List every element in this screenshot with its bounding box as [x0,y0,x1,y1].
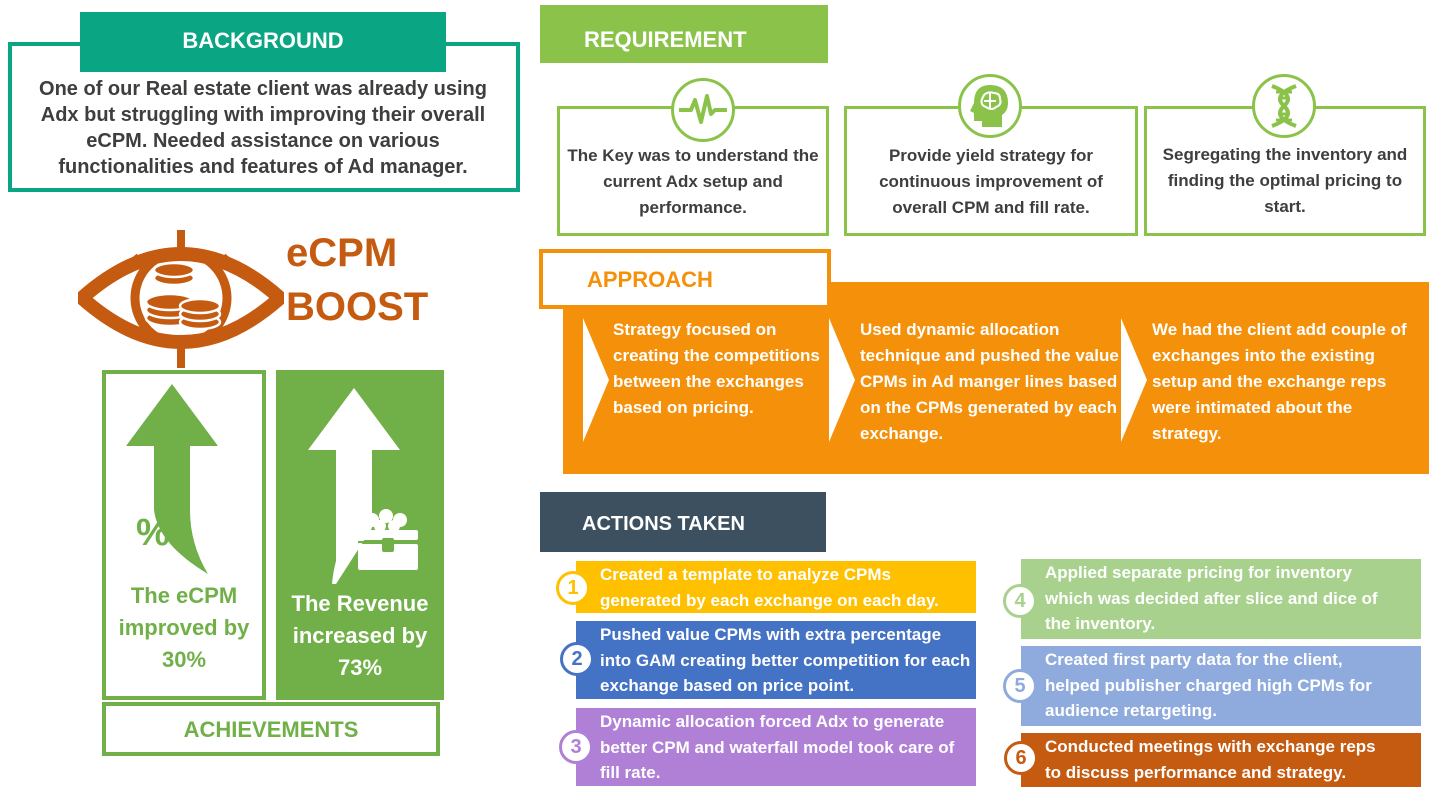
up-arrow-icon [308,388,400,584]
action-number-3: 3 [559,730,593,764]
chevron-right-icon [583,318,609,442]
action-text-6: Conducted meetings with exchange reps to… [1045,737,1376,782]
requirement-heading: REQUIREMENT [540,5,828,63]
percent-icon: % [136,512,170,554]
revenue-achievement-text: The Revenue increased by 73% [291,591,429,680]
ecpm-achievement-text: The eCPM improved by 30% [118,583,250,672]
achievements-heading: ACHIEVEMENTS [102,702,440,756]
action-item-1: Created a template to analyze CPMs gener… [576,561,976,613]
approach-step-3: We had the client add couple of exchange… [1152,320,1407,443]
requirement-text-3: Segregating the inventory and finding th… [1162,145,1408,216]
action-text-4: Applied separate pricing for inventory w… [1045,563,1378,633]
action-number-4: 4 [1003,584,1037,618]
action-item-6: Conducted meetings with exchange reps to… [1021,733,1421,787]
ecpm-boost-title: eCPM BOOST [286,232,428,328]
chevron-right-icon [1121,318,1147,442]
background-heading: BACKGROUND [80,12,446,72]
pulse-icon [671,78,735,142]
action-number-6: 6 [1004,741,1038,775]
approach-step-1: Strategy focused on creating the competi… [613,320,820,417]
action-number-1: 1 [556,571,590,605]
up-arrow-icon [126,384,218,574]
action-text-3: Dynamic allocation forced Adx to generat… [600,712,955,782]
approach-heading: APPROACH [539,249,831,309]
action-item-5: Created first party data for the client,… [1021,646,1421,726]
action-number-2: 2 [560,642,594,676]
action-item-4: Applied separate pricing for inventory w… [1021,559,1421,639]
action-text-5: Created first party data for the client,… [1045,650,1372,720]
brain-head-icon [958,74,1022,138]
approach-panel [563,282,1429,474]
chevron-right-icon [829,318,855,442]
background-text: One of our Real estate client was alread… [39,78,487,178]
treasure-chest-icon [358,509,418,570]
boost-line-2: BOOST [286,285,429,329]
boost-line-1: eCPM [286,231,398,275]
eye-coins-icon [78,230,284,368]
action-item-3: Dynamic allocation forced Adx to generat… [576,708,976,786]
requirement-text-2: Provide yield strategy for continuous im… [879,146,1103,217]
action-number-5: 5 [1003,669,1037,703]
action-item-2: Pushed value CPMs with extra percentage … [576,621,976,699]
action-text-2: Pushed value CPMs with extra percentage … [600,625,971,695]
action-text-1: Created a template to analyze CPMs gener… [600,565,939,610]
dna-icon [1252,74,1316,138]
requirement-text-1: The Key was to understand the current Ad… [567,146,819,217]
actions-heading: ACTIONS TAKEN [540,492,826,552]
approach-step-2: Used dynamic allocation technique and pu… [860,320,1119,443]
